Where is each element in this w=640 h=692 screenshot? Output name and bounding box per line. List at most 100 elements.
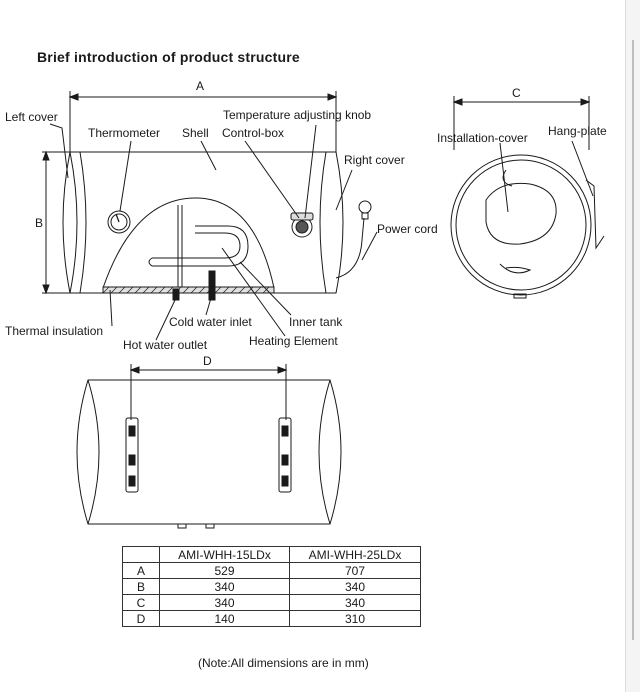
dimension-c-arrow-left [452, 98, 463, 106]
dimension-b-label: B [35, 216, 43, 230]
table-header-corner [122, 546, 160, 563]
leader-temp-knob [304, 124, 317, 219]
leader-hang-plate [571, 140, 594, 197]
table-cell-dim: C [122, 594, 160, 611]
bracket-right-slot-bottom [281, 475, 289, 487]
dimension-a-arrow-right [327, 93, 338, 101]
rear-pipe-stub-right [205, 523, 215, 529]
end-view-foot [513, 293, 527, 299]
dimension-c-label: C [512, 86, 521, 100]
table-cell-15: 140 [159, 610, 290, 627]
power-cord-plug [358, 200, 372, 214]
heating-element-loop-inner [152, 225, 249, 267]
bracket-left-slot-mid [128, 454, 136, 466]
table-cell-dim: B [122, 578, 160, 595]
leader-installation-cover [499, 142, 509, 213]
label-inner-tank: Inner tank [289, 315, 343, 329]
label-temperature-knob: Temperature adjusting knob [223, 108, 371, 122]
hot-water-outlet-stub [172, 288, 180, 301]
table-row: D 140 310 [122, 610, 421, 627]
control-box [290, 212, 314, 221]
label-control-box: Control-box [222, 126, 284, 140]
table-row: A 529 707 [122, 562, 421, 579]
table-row: C 340 340 [122, 594, 421, 611]
leader-shell [200, 140, 217, 171]
end-view-hooks [499, 169, 532, 274]
page-title: Brief introduction of product structure [37, 49, 300, 65]
thermometer-needle [115, 213, 120, 223]
table-cell-25: 310 [289, 610, 421, 627]
left-cover-inner [79, 151, 87, 294]
leader-right-cover [335, 169, 353, 211]
leader-cold-water-inlet [205, 297, 212, 316]
label-installation-cover: Installation-cover [437, 131, 528, 145]
leader-heating-element [221, 247, 286, 337]
leader-left-cover [49, 123, 69, 179]
tank-outline [62, 151, 344, 294]
rear-view [76, 364, 342, 529]
dimension-a-label: A [196, 79, 204, 93]
rear-tank-outline [76, 379, 342, 525]
leader-hot-water-outlet [155, 297, 177, 341]
hang-plate [585, 179, 605, 250]
right-cover-seam [319, 151, 327, 294]
power-cord-plug-stem [361, 212, 369, 220]
thermometer-dial [107, 210, 131, 234]
page-edge [625, 0, 640, 692]
table-cell-15: 340 [159, 578, 290, 595]
rear-left-seam [87, 379, 100, 525]
leader-thermal-insulation [109, 289, 113, 327]
temperature-knob-inner [295, 220, 309, 234]
table-cell-dim: D [122, 610, 160, 627]
label-hot-water-outlet: Hot water outlet [123, 338, 208, 352]
table-header-row: AMI-WHH-15LDx AMI-WHH-25LDx [122, 546, 421, 563]
dimensions-table: AMI-WHH-15LDx AMI-WHH-25LDx A 529 707 B … [122, 546, 421, 627]
insulation-band [102, 286, 275, 294]
end-view-inner-circle [455, 159, 587, 291]
left-cover-seam [69, 151, 78, 294]
table-cell-25: 340 [289, 594, 421, 611]
leader-inner-tank [239, 261, 292, 316]
table-row: B 340 340 [122, 578, 421, 595]
table-cell-25: 707 [289, 562, 421, 579]
table-cell-dim: A [122, 562, 160, 579]
dimension-c-arrow-right [580, 98, 591, 106]
bracket-right-slot-mid [281, 454, 289, 466]
label-shell: Shell [182, 126, 209, 140]
label-heating-element: Heating Element [249, 334, 338, 348]
side-view [42, 91, 378, 341]
label-right-cover: Right cover [344, 153, 405, 167]
installation-cover [485, 182, 557, 245]
heating-element-end [148, 257, 153, 267]
inner-tank-curve [102, 197, 275, 289]
thermometer-face [110, 213, 128, 231]
bracket-left-slot-bottom [128, 475, 136, 487]
end-view [450, 96, 605, 299]
mounting-bracket-right [278, 417, 292, 493]
label-left-cover: Left cover [5, 110, 58, 124]
end-view-outer-circle [450, 154, 592, 296]
dimension-b-arrow-bottom [42, 284, 50, 295]
table-cell-25: 340 [289, 578, 421, 595]
mounting-bracket-left [125, 417, 139, 493]
leader-control-box [244, 140, 300, 219]
label-hang-plate: Hang-plate [548, 124, 607, 138]
dimension-d-arrow-left [129, 366, 140, 374]
dimension-b-arrow-top [42, 150, 50, 161]
label-thermal-insulation: Thermal insulation [5, 324, 103, 338]
rear-pipe-stub-left [177, 523, 187, 529]
dimension-a-arrow-left [68, 93, 79, 101]
cold-water-inlet-pipe [208, 270, 216, 301]
bracket-left-slot-top [128, 425, 136, 437]
rear-right-seam [318, 379, 331, 525]
table-cell-15: 340 [159, 594, 290, 611]
power-cord-cable [335, 217, 365, 279]
dimension-d-label: D [203, 354, 212, 368]
leader-thermometer [119, 140, 132, 212]
table-header-model-25: AMI-WHH-25LDx [289, 546, 421, 563]
dimension-d-arrow-right [277, 366, 288, 374]
bracket-right-slot-top [281, 425, 289, 437]
label-power-cord: Power cord [377, 222, 438, 236]
label-cold-water-inlet: Cold water inlet [169, 315, 252, 329]
